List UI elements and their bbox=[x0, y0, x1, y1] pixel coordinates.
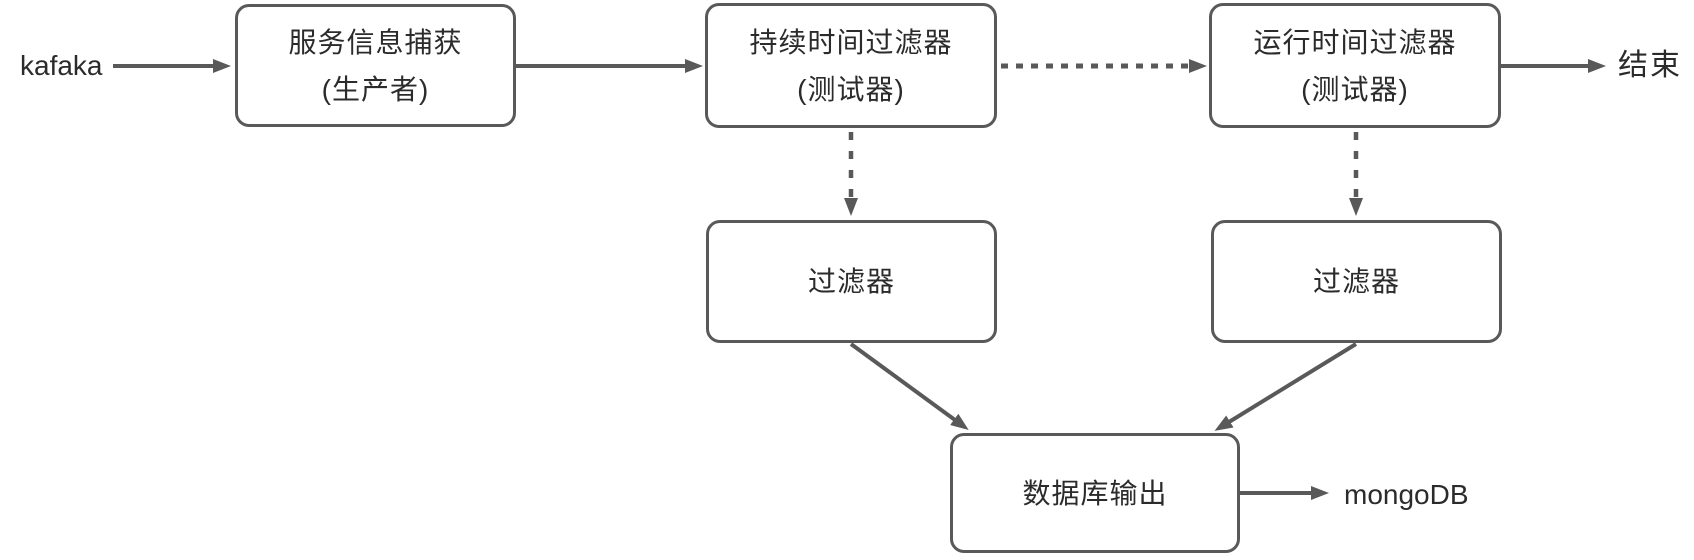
node-label-line1: 服务信息捕获 bbox=[288, 26, 463, 58]
node-duration-filter: 持续时间过滤器 (测试器) bbox=[705, 3, 997, 128]
node-label-line2: (测试器) bbox=[1301, 73, 1409, 105]
node-filter-right: 过滤器 bbox=[1211, 220, 1502, 343]
node-service-info-capture: 服务信息捕获 (生产者) bbox=[235, 4, 516, 127]
node-label-line1: 过滤器 bbox=[1312, 266, 1400, 297]
edge-filter-left-to-db-output bbox=[849, 342, 969, 431]
node-label-line1: 持续时间过滤器 bbox=[749, 26, 953, 58]
end-label: 结束 bbox=[1618, 49, 1682, 82]
node-db-output: 数据库输出 bbox=[950, 433, 1240, 553]
sink-label-mongodb: mongoDB bbox=[1344, 479, 1469, 510]
node-label-line2: (测试器) bbox=[797, 73, 905, 105]
edge-filter-right-to-db-output bbox=[1214, 342, 1358, 431]
node-label-line2: (生产者) bbox=[321, 73, 430, 105]
source-label-kafaka: kafaka bbox=[20, 50, 103, 81]
node-label-line1: 过滤器 bbox=[807, 266, 895, 297]
node-runtime-filter: 运行时间过滤器 (测试器) bbox=[1209, 3, 1501, 128]
node-label-line1: 运行时间过滤器 bbox=[1253, 26, 1457, 58]
node-label-line1: 数据库输出 bbox=[1022, 477, 1168, 509]
node-filter-left: 过滤器 bbox=[706, 220, 997, 343]
